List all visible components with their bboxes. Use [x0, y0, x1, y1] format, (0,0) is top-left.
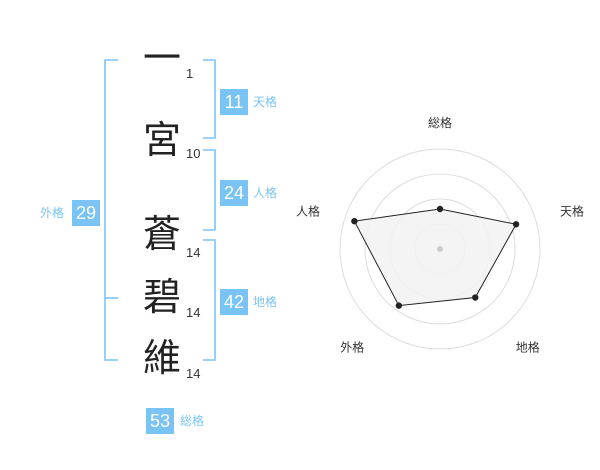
radar-grid-ring — [364, 173, 516, 325]
radar-axis-label: 総格 — [428, 115, 452, 130]
radar-data-point — [436, 205, 444, 213]
tenkaku-label: 天格 — [253, 95, 278, 109]
tenkaku-value-badge: 11 — [220, 89, 248, 115]
chikaku-value-badge: 42 — [220, 289, 248, 315]
radar-axis-label: 地格 — [516, 340, 540, 355]
stroke-count-1: 1 — [186, 66, 194, 81]
name-char-4: 碧 — [142, 275, 181, 319]
stroke-count-2: 10 — [186, 146, 201, 161]
stroke-count-5: 14 — [186, 366, 201, 381]
jinkaku-bracket — [203, 149, 216, 231]
radar-axis-label: 人格 — [296, 203, 320, 218]
radar-grid-ring — [339, 148, 541, 350]
jinkaku-label: 人格 — [253, 186, 278, 200]
name-char-1: 一 — [142, 36, 181, 80]
soukaku-label: 総格 — [180, 414, 205, 428]
radar-axis-label: 天格 — [560, 203, 584, 218]
jinkaku-value-badge: 24 — [220, 180, 248, 206]
name-char-5: 維 — [142, 336, 181, 380]
chikaku-bracket — [203, 239, 216, 361]
gaikaku-bracket — [104, 59, 118, 361]
radar-data-point — [512, 221, 520, 228]
soukaku-value-badge: 53 — [146, 408, 174, 434]
radar-data-point — [472, 294, 479, 301]
gaikaku-label: 外格 — [40, 206, 65, 220]
gaikaku-value-badge: 29 — [72, 200, 100, 226]
name-char-3: 蒼 — [142, 212, 181, 256]
stroke-count-3: 14 — [186, 245, 201, 260]
stroke-count-4: 14 — [186, 305, 201, 320]
name-char-2: 宮 — [142, 118, 181, 162]
radar-data-polygon — [353, 208, 517, 307]
tenkaku-bracket — [203, 59, 216, 139]
radar-data-point — [395, 302, 403, 309]
chikaku-label: 地格 — [253, 295, 278, 309]
radar-data-point — [351, 217, 358, 225]
radar-center-dot — [437, 246, 443, 252]
radar-axis-label: 外格 — [340, 340, 364, 355]
